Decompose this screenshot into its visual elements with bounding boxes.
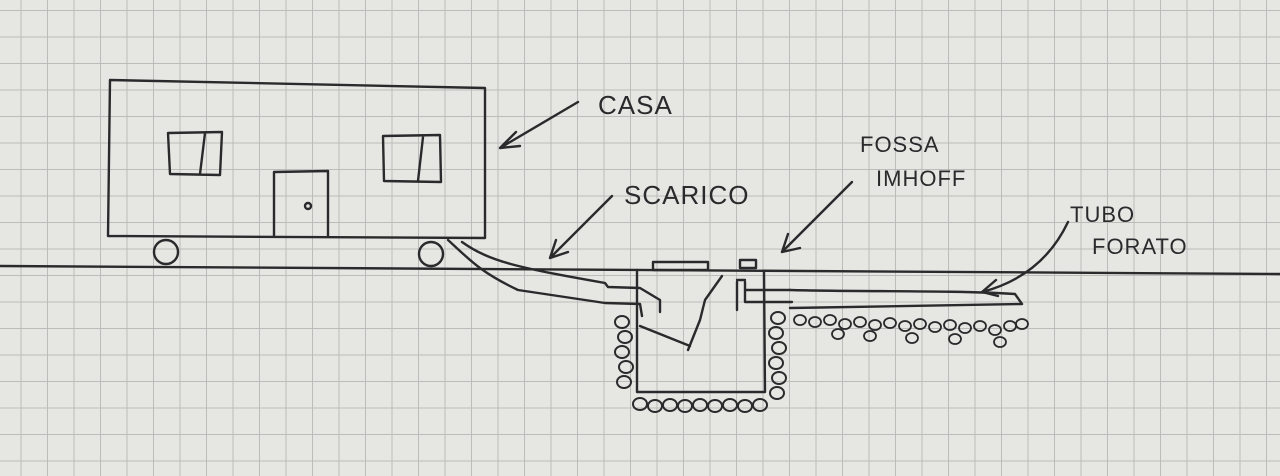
arrow-house — [498, 100, 580, 150]
arrow-tank — [780, 180, 854, 254]
arrow-pipe — [980, 220, 1070, 298]
drain-pipe — [446, 238, 662, 318]
label-pipe-2: FORATO — [1092, 234, 1188, 259]
arrow-drain — [548, 194, 614, 260]
label-drain: SCARICO — [624, 180, 749, 210]
perforated-pipe — [788, 288, 1029, 348]
imhoff-tank — [614, 258, 794, 413]
label-tank-2: IMHOFF — [876, 166, 966, 191]
label-house: CASA — [598, 90, 673, 120]
ground-line — [0, 264, 1280, 276]
label-tank-1: FOSSA — [860, 132, 940, 157]
wheel — [152, 238, 180, 266]
label-pipe-1: TUBO — [1070, 202, 1135, 227]
wheel — [417, 240, 445, 268]
door — [272, 169, 330, 238]
house — [106, 78, 487, 268]
